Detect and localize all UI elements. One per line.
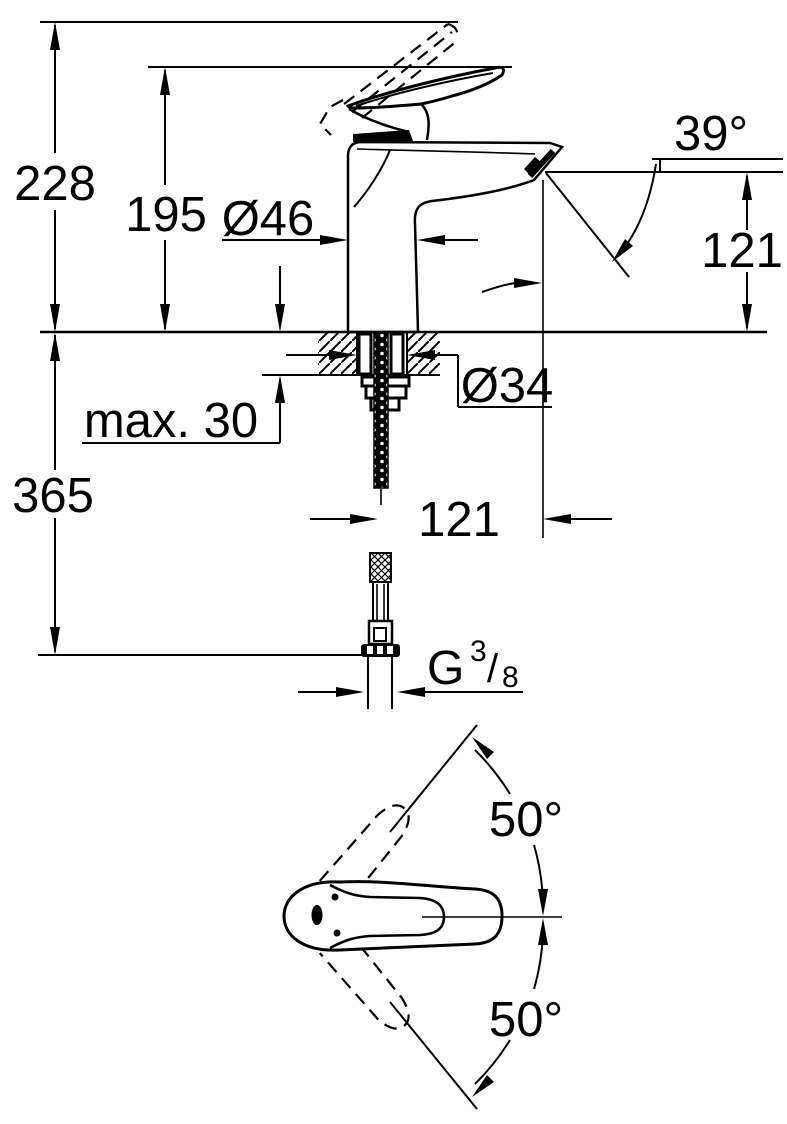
handle-logo-mark — [311, 905, 323, 925]
handle-height-label: 195 — [125, 188, 207, 242]
dim-hole-diameter: Ø34 — [286, 350, 553, 413]
hose-fitting-detail — [373, 627, 387, 642]
deck-thickness-label: max. 30 — [84, 394, 258, 448]
dim-body-diameter: Ø46 — [222, 192, 478, 246]
mounting-cross-section — [262, 332, 440, 505]
dim-thread-size: G 3 / 8 — [298, 635, 523, 697]
handle-lever-solid — [345, 65, 505, 142]
dim-spout-height: 121 — [701, 172, 783, 332]
shank-wall-left — [357, 332, 373, 376]
aerator-outlet — [524, 157, 542, 176]
hose-braided-section — [369, 552, 392, 583]
body-front-curve — [353, 149, 391, 208]
jet-angle-label: 39° — [674, 107, 748, 161]
connector-nut-notch-3 — [387, 646, 393, 654]
spout-height-label: 121 — [701, 224, 783, 278]
body-diameter-label: Ø46 — [222, 192, 315, 246]
hose-length-label: 365 — [12, 469, 94, 523]
swivel-lower-label: 50° — [489, 993, 563, 1047]
jet-direction-line — [545, 172, 630, 278]
thread-slash-label: / — [487, 647, 499, 691]
shank-wall-right — [389, 332, 405, 376]
swivel-line-lower — [389, 1001, 478, 1110]
handle-lever-raised-dashed — [318, 22, 460, 136]
raised-lever-tip — [447, 22, 460, 41]
handle-dot-bottom — [333, 929, 341, 937]
raised-lever-edge-1 — [343, 23, 449, 105]
body-outline — [346, 140, 565, 334]
spout-top-face-line — [356, 148, 536, 155]
swivel-line-upper — [389, 724, 478, 833]
hole-diameter-label: Ø34 — [461, 359, 554, 413]
raised-lever-edge-3 — [351, 31, 453, 113]
handle-dashed-lower — [318, 929, 410, 1030]
connector-nut-notch-1 — [367, 646, 373, 654]
dim-swivel-upper: 50° — [472, 737, 563, 916]
overall-height-label: 228 — [14, 157, 96, 211]
faucet-body — [346, 140, 565, 334]
connector-nut-notch-2 — [377, 646, 383, 654]
dim-spout-reach: 121 — [310, 493, 612, 547]
dim-swivel-lower: 50° — [472, 918, 563, 1097]
dim-hose-length: 365 — [12, 333, 94, 655]
handle-top-view — [282, 880, 504, 952]
extension-lines — [38, 21, 783, 656]
thread-denominator-label: 8 — [502, 661, 519, 694]
lever-base-shadow — [353, 130, 413, 142]
dim-overall-height: 228 — [14, 22, 96, 332]
dim-deck-thickness: max. 30 — [82, 266, 285, 448]
top-view: 50° 50° — [282, 724, 563, 1110]
raised-lever-pivot — [318, 99, 344, 136]
handle-dashed-upper — [318, 804, 410, 905]
side-view: 228 195 Ø46 39° — [12, 21, 783, 709]
dim-jet-angle: 39° — [481, 107, 748, 293]
lever-neck-front — [420, 103, 430, 141]
thread-prefix-label: G — [427, 642, 464, 695]
spout-reach-label: 121 — [418, 493, 500, 547]
threaded-rod — [373, 332, 389, 489]
swivel-upper-label: 50° — [489, 793, 563, 847]
lever-blade-inner-line — [355, 72, 494, 107]
handle-dot-top — [331, 893, 339, 901]
supply-hose — [361, 552, 400, 709]
dim-handle-height: 195 — [125, 67, 207, 332]
lever-side-face — [348, 107, 410, 134]
thread-numerator-label: 3 — [470, 635, 487, 668]
